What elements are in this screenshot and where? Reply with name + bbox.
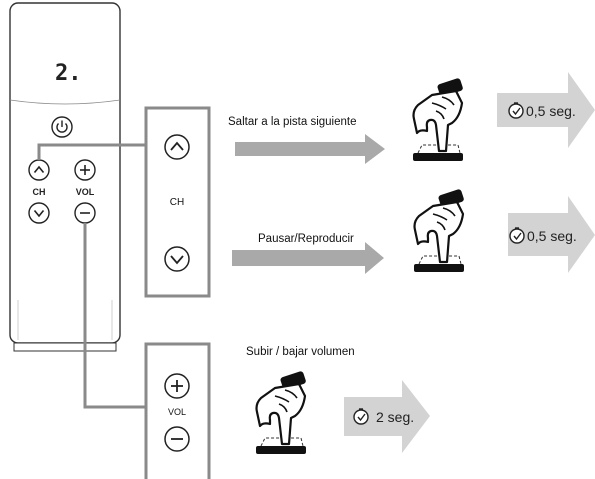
plus-icon	[171, 380, 183, 392]
step-3-time: 2 seg.	[376, 409, 414, 425]
plus-icon	[80, 165, 90, 175]
chevron-up-icon	[33, 165, 45, 174]
power-button[interactable]	[51, 116, 73, 138]
remote-vol-down-button[interactable]	[74, 202, 96, 224]
chevron-down-icon	[170, 255, 184, 265]
time-arrow-2	[508, 196, 595, 273]
hand-press-icon	[411, 76, 465, 163]
vol-panel-label: VOL	[168, 407, 186, 417]
hand-press-icon	[412, 187, 466, 274]
arrow-right-icon	[232, 242, 384, 274]
vol-down-button[interactable]	[164, 426, 190, 452]
arrow-right-icon	[235, 134, 385, 164]
ch-down-button[interactable]	[164, 246, 190, 272]
ch-panel-label: CH	[170, 197, 184, 208]
hand-press-icon	[254, 369, 308, 456]
remote-display: 2.	[55, 61, 82, 86]
power-icon	[56, 120, 68, 133]
step-2-time: 0,5 seg.	[527, 228, 577, 244]
clock-icon	[509, 227, 525, 244]
clock-icon	[353, 408, 369, 425]
ch-up-button[interactable]	[164, 134, 190, 160]
connector-lines	[37, 143, 148, 409]
step-1-label: Saltar a la pista siguiente	[228, 116, 357, 128]
clock-icon	[508, 102, 524, 119]
chevron-up-icon	[170, 141, 184, 151]
remote-ch-down-button[interactable]	[28, 202, 50, 224]
remote-ch-label: CH	[33, 187, 46, 197]
remote-vol-label: VOL	[76, 187, 95, 197]
time-arrow-1	[497, 72, 595, 148]
time-arrow-3	[344, 380, 430, 453]
remote-ch-up-button[interactable]	[28, 159, 50, 181]
remote-vol-up-button[interactable]	[74, 159, 96, 181]
step-2-label: Pausar/Reproducir	[258, 233, 354, 245]
chevron-down-icon	[33, 209, 45, 218]
step-1-time: 0,5 seg.	[526, 103, 576, 119]
vol-panel	[144, 342, 211, 479]
vol-up-button[interactable]	[164, 373, 190, 399]
remote-control	[9, 2, 121, 352]
step-3-label: Subir / bajar volumen	[246, 346, 355, 358]
